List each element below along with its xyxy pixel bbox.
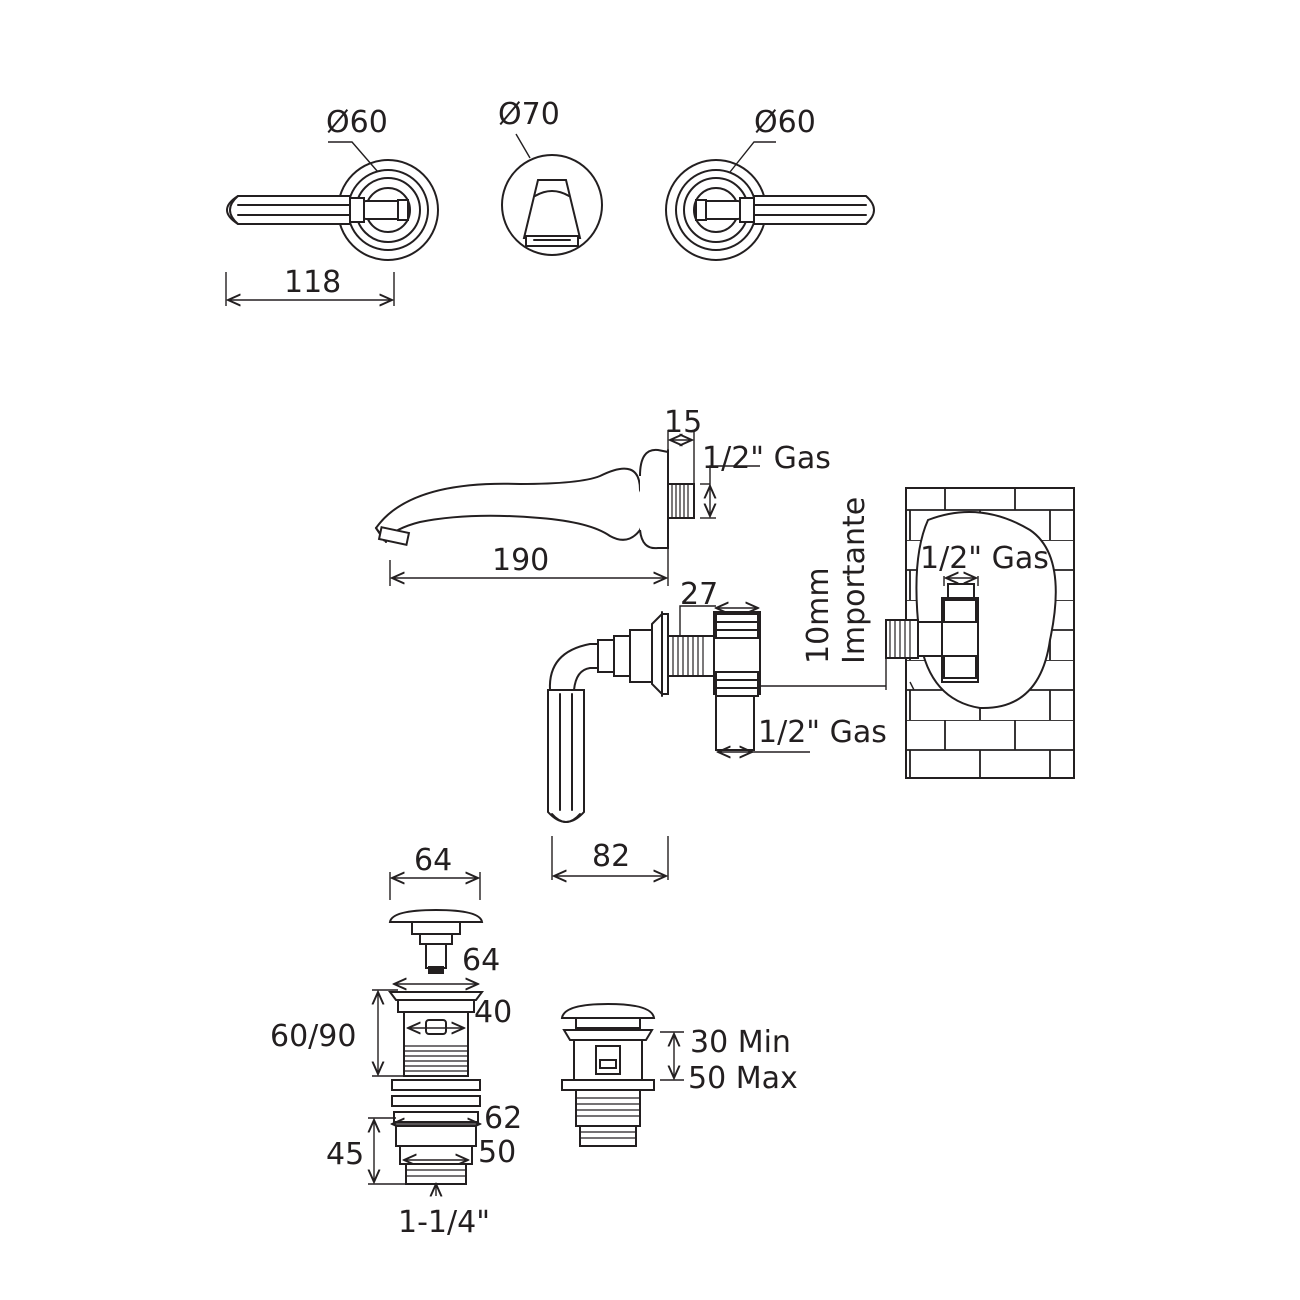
label-important-1: 10mm <box>801 567 836 664</box>
label-nut-outer: 62 <box>484 1101 522 1136</box>
label-left-diameter: Ø60 <box>326 105 388 140</box>
label-lever-projection: 82 <box>592 839 630 874</box>
label-range-min: 30 Min <box>690 1025 791 1060</box>
left-handle-rosette <box>337 159 439 261</box>
drain-assembled-view <box>560 1002 684 1147</box>
wall-thread-lines <box>889 620 911 658</box>
wall-detail <box>885 487 1075 779</box>
label-spout-diameter: Ø70 <box>498 97 560 132</box>
label-inlet-thread: 1/2" Gas <box>758 715 887 750</box>
valve-thread-lines <box>672 636 704 676</box>
label-cap-width: 64 <box>414 843 452 878</box>
label-body-height: 60/90 <box>270 1019 356 1054</box>
drain-exploded-view <box>368 872 484 1196</box>
valve-side-view <box>547 606 886 880</box>
label-tail-thread: 1-1/4" <box>398 1205 490 1240</box>
body-thread-lines <box>404 1045 468 1072</box>
label-spout-thread: 1/2" Gas <box>702 441 831 476</box>
label-range-max: 50 Max <box>688 1061 798 1096</box>
spout-thread-lines <box>671 484 689 518</box>
leader-spout-diameter <box>515 133 531 159</box>
assembled-thread-lines <box>576 1097 640 1139</box>
leader-right-diameter <box>729 141 776 173</box>
label-flange-depth: 15 <box>664 405 702 440</box>
label-valve-body: 27 <box>680 577 718 612</box>
labels: Ø60 Ø70 Ø60 118 15 1/2" Gas 190 27 1/2" … <box>270 97 1049 1240</box>
label-stem-width: 64 <box>462 943 500 978</box>
spout-side-view <box>374 430 760 586</box>
left-lever <box>226 195 365 225</box>
label-nut-inner: 50 <box>478 1135 516 1170</box>
spout-rosette-top <box>501 154 603 256</box>
label-right-diameter: Ø60 <box>754 105 816 140</box>
label-wall-thread: 1/2" Gas <box>920 541 1049 576</box>
top-view <box>225 133 875 306</box>
leader-left-diameter <box>328 141 379 173</box>
label-spout-length: 190 <box>492 543 549 578</box>
label-handle-length: 118 <box>284 265 341 300</box>
right-lever <box>739 195 875 225</box>
label-nut-height: 45 <box>326 1137 364 1172</box>
label-body-inner: 40 <box>474 995 512 1030</box>
label-important-2: Importante <box>837 497 872 664</box>
